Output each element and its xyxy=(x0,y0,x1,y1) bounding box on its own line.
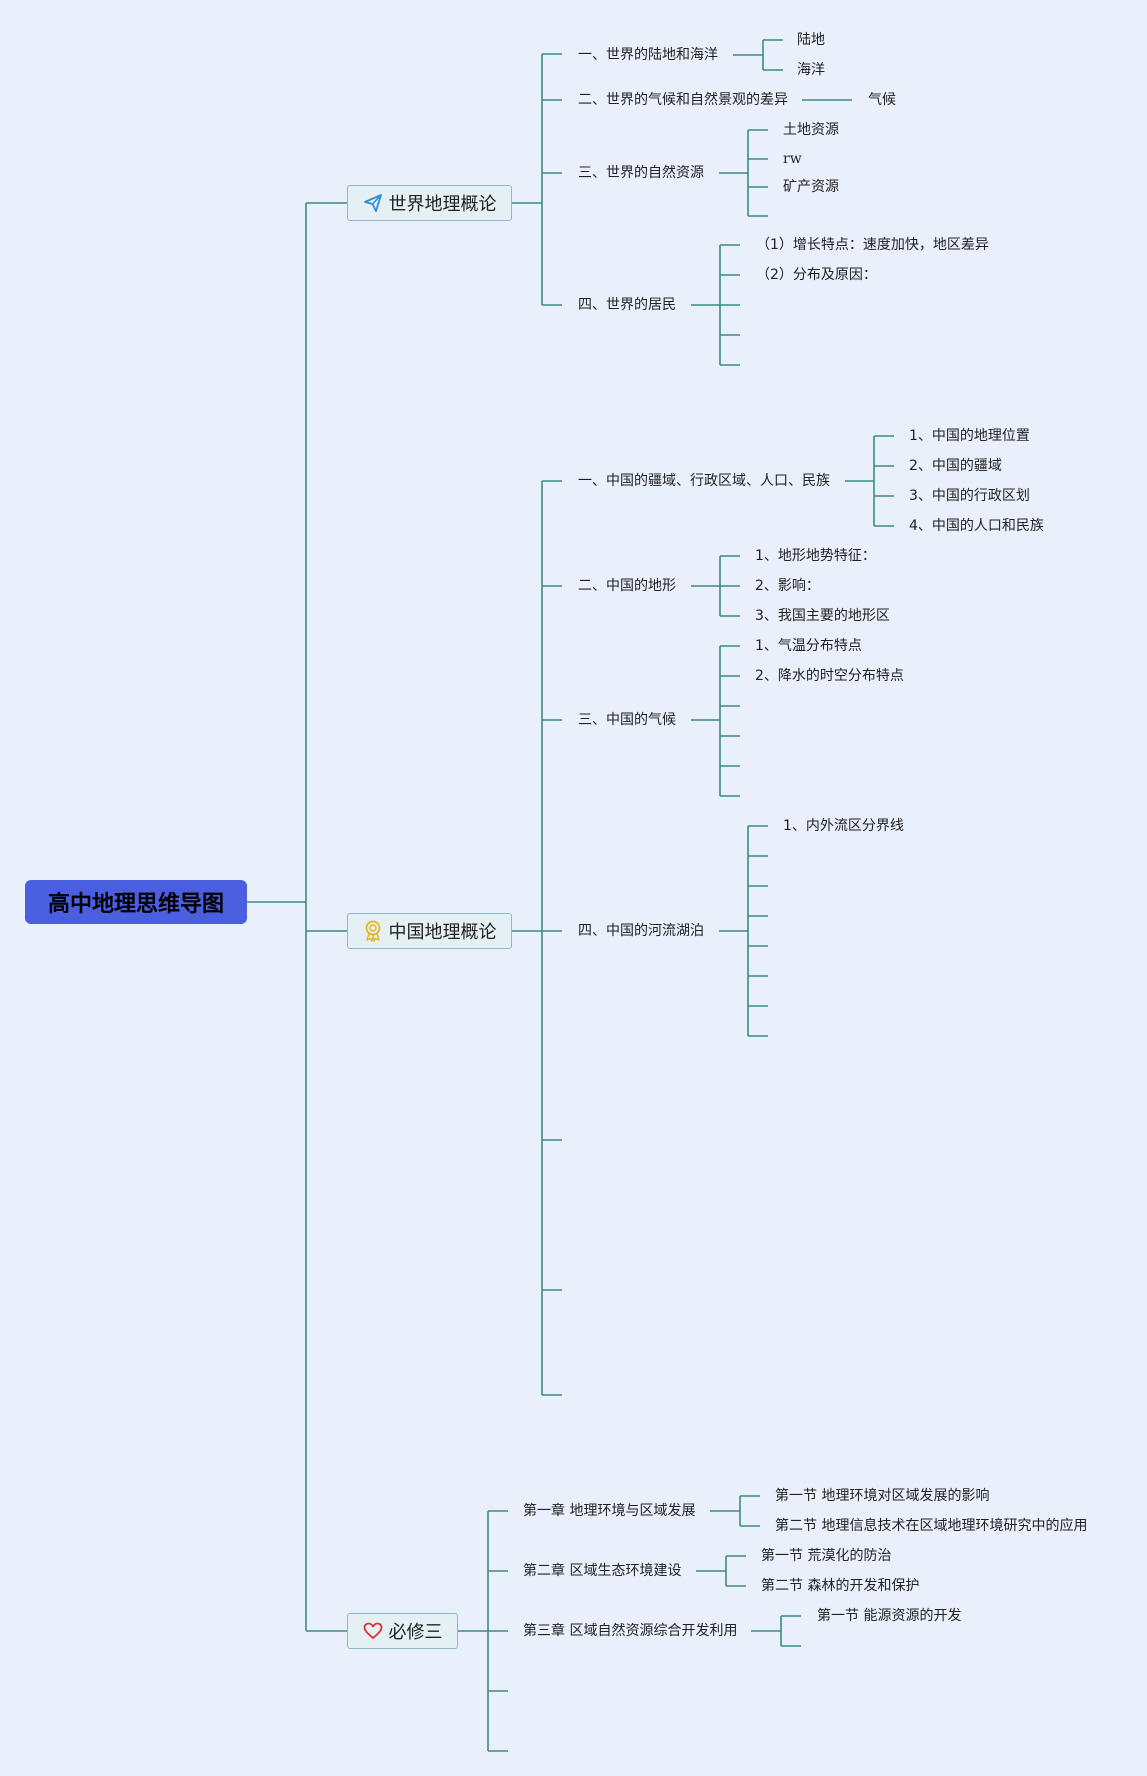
subtopic-china-rivers[interactable]: 四、中国的河流湖泊 xyxy=(578,923,704,939)
leaf-growth-features[interactable]: （1）增长特点：速度加快，地区差异 xyxy=(756,237,989,253)
subtopic-world-population[interactable]: 四、世界的居民 xyxy=(578,297,676,313)
leaf-ch1-section2[interactable]: 第二节 地理信息技术在区域地理环境研究中的应用 xyxy=(775,1518,1088,1534)
leaf-china-admin[interactable]: 3、中国的行政区划 xyxy=(909,488,1030,504)
leaf-land[interactable]: 陆地 xyxy=(797,32,825,48)
root-title: 高中地理思维导图 xyxy=(47,892,224,917)
leaf-ch3-section1[interactable]: 第一节 能源资源的开发 xyxy=(817,1608,962,1624)
leaf-temperature[interactable]: 1、气温分布特点 xyxy=(755,638,862,654)
heart-icon xyxy=(363,1622,382,1639)
leaf-china-location[interactable]: 1、中国的地理位置 xyxy=(909,428,1030,444)
subtopic-world-climate[interactable]: 二、世界的气候和自然景观的差异 xyxy=(578,92,788,108)
subtopic-china-territory[interactable]: 一、中国的疆域、行政区域、人口、民族 xyxy=(578,473,830,489)
chapter-two[interactable]: 第二章 区域生态环境建设 xyxy=(523,1563,682,1579)
subtopic-world-resources[interactable]: 三、世界的自然资源 xyxy=(578,165,704,181)
leaf-precipitation[interactable]: 2、降水的时空分布特点 xyxy=(755,668,904,684)
leaf-ch2-section1[interactable]: 第一节 荒漠化的防治 xyxy=(761,1548,892,1564)
topic-world-geography[interactable]: 世界地理概论 xyxy=(347,185,512,221)
topic-bixiu-san[interactable]: 必修三 xyxy=(347,1613,458,1649)
chapter-one[interactable]: 第一章 地理环境与区域发展 xyxy=(523,1503,696,1519)
topic-label: 中国地理概论 xyxy=(388,922,497,943)
leaf-climate[interactable]: 气候 xyxy=(868,92,896,108)
leaf-distribution-reasons[interactable]: （2）分布及原因： xyxy=(756,267,877,283)
paper-plane-icon xyxy=(363,194,382,212)
root-node[interactable]: 高中地理思维导图 xyxy=(25,880,247,924)
leaf-ch1-section1[interactable]: 第一节 地理环境对区域发展的影响 xyxy=(775,1488,990,1504)
leaf-terrain-impact[interactable]: 2、影响： xyxy=(755,578,820,594)
topic-label: 世界地理概论 xyxy=(388,194,497,215)
leaf-terrain-features[interactable]: 1、地形地势特征： xyxy=(755,548,876,564)
leaf-china-territory[interactable]: 2、中国的疆域 xyxy=(909,458,1002,474)
leaf-ch2-section2[interactable]: 第二节 森林的开发和保护 xyxy=(761,1578,920,1594)
topic-label: 必修三 xyxy=(388,1622,443,1643)
award-badge-icon xyxy=(365,920,380,942)
leaf-rw[interactable]: rw xyxy=(783,151,802,167)
leaf-ocean[interactable]: 海洋 xyxy=(797,62,825,78)
leaf-terrain-regions[interactable]: 3、我国主要的地形区 xyxy=(755,608,890,624)
leaf-mineral-resources[interactable]: 矿产资源 xyxy=(783,179,839,195)
leaf-drainage-boundary[interactable]: 1、内外流区分界线 xyxy=(783,818,904,834)
topic-china-geography[interactable]: 中国地理概论 xyxy=(347,913,512,949)
subtopic-china-terrain[interactable]: 二、中国的地形 xyxy=(578,578,676,594)
leaf-china-population[interactable]: 4、中国的人口和民族 xyxy=(909,518,1044,534)
chapter-three[interactable]: 第三章 区域自然资源综合开发利用 xyxy=(523,1623,738,1639)
subtopic-world-land-ocean[interactable]: 一、世界的陆地和海洋 xyxy=(578,47,718,63)
subtopic-china-climate[interactable]: 三、中国的气候 xyxy=(578,712,676,728)
leaf-land-resources[interactable]: 土地资源 xyxy=(783,122,839,138)
